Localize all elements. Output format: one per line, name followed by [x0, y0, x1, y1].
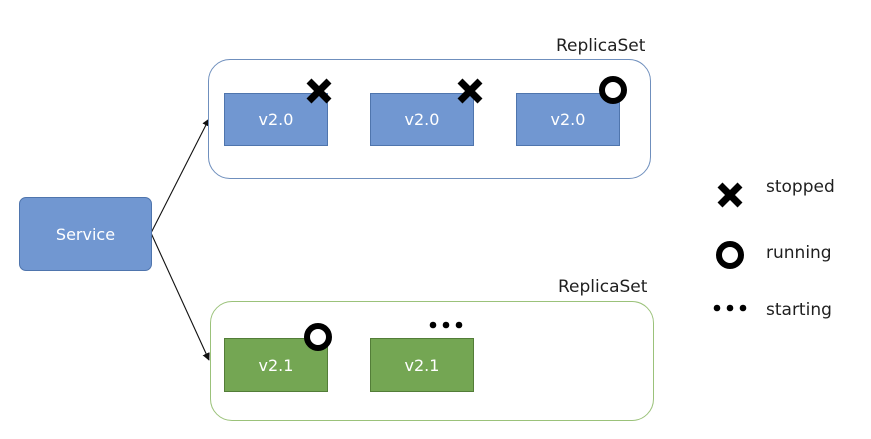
cross-icon [457, 78, 483, 104]
pod-v2-0-2[interactable]: v2.0 [370, 93, 474, 146]
legend-label-stopped: stopped [766, 177, 835, 197]
ring-icon [599, 76, 627, 104]
ring-icon [304, 323, 332, 351]
arrow-service-to-replicaset-v2-0 [150, 118, 210, 234]
pod-v2-1-2[interactable]: v2.1 [370, 338, 474, 392]
arrow-service-to-replicaset-v2-1 [150, 232, 210, 361]
replicaset-v2-1-label: ReplicaSet [558, 277, 648, 297]
pod-label: v2.0 [258, 110, 294, 129]
dots-icon [713, 304, 747, 312]
service-box[interactable]: Service [19, 197, 152, 271]
dots-icon [429, 321, 463, 329]
cross-icon [306, 78, 332, 104]
pod-label: v2.0 [550, 110, 586, 129]
service-label: Service [55, 224, 116, 244]
pod-v2-0-3[interactable]: v2.0 [516, 93, 620, 146]
pod-label: v2.1 [404, 355, 440, 375]
cross-icon [717, 182, 743, 208]
legend-label-starting: starting [766, 300, 832, 320]
replicaset-v2-0-label: ReplicaSet [556, 36, 646, 56]
pod-label: v2.0 [404, 110, 440, 129]
ring-icon [716, 241, 744, 269]
legend-label-running: running [766, 243, 832, 263]
legend: stopped running starting [700, 170, 860, 330]
pod-label: v2.1 [258, 355, 294, 375]
